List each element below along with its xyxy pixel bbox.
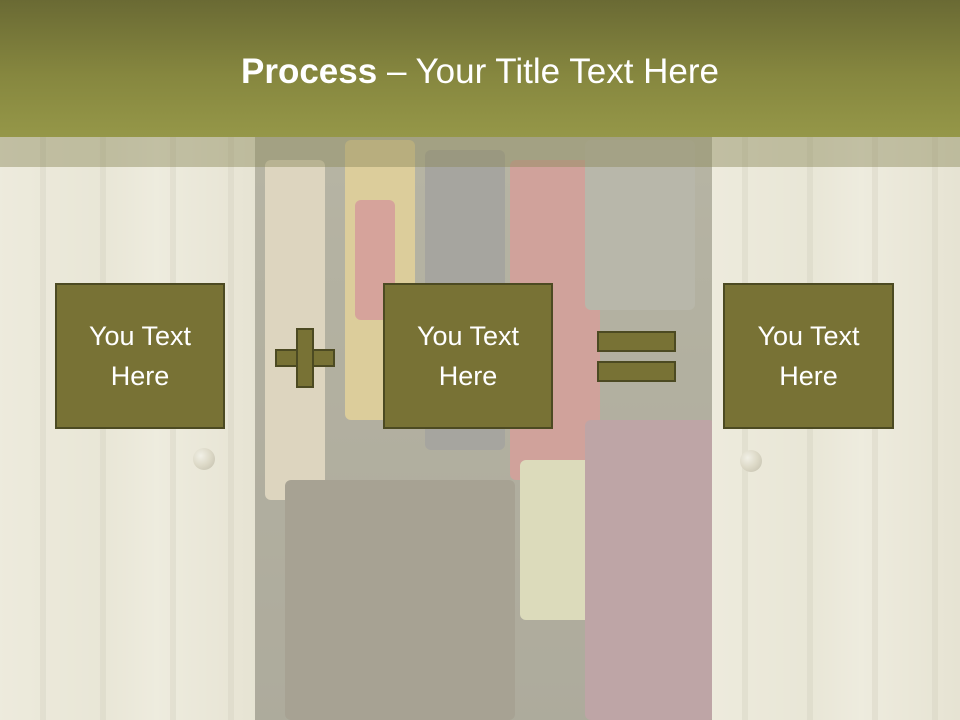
title-rest: – Your Title Text Here <box>377 52 719 91</box>
title-bar-shadow <box>0 137 960 167</box>
slide-title: Process – Your Title Text Here <box>0 52 960 92</box>
step-2-text: You Text Here <box>416 321 520 391</box>
plus-icon <box>275 328 335 388</box>
title-bold: Process <box>241 52 378 91</box>
equals-icon <box>597 331 676 383</box>
step-1-text: You Text Here <box>88 321 192 391</box>
process-step-1[interactable]: You Text Here <box>55 283 225 429</box>
process-step-result[interactable]: You Text Here <box>723 283 894 429</box>
title-bar: Process – Your Title Text Here <box>0 0 960 137</box>
step-3-text: You Text Here <box>757 321 860 391</box>
process-step-2[interactable]: You Text Here <box>383 283 553 429</box>
